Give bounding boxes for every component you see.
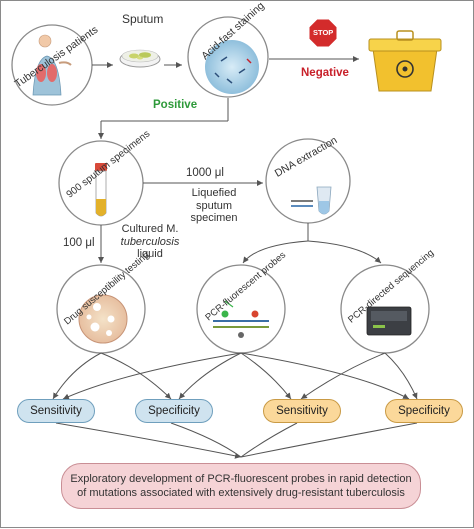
drug-testing-circle xyxy=(56,264,146,354)
biohazard-bin-icon xyxy=(368,30,442,92)
sputum-label: Sputum xyxy=(122,12,164,26)
sample-tube-icon xyxy=(95,163,107,217)
stop-sign-icon xyxy=(308,18,338,48)
pipette-tube-icon xyxy=(291,186,332,215)
liquefied-line-2: sputum xyxy=(195,199,233,212)
liquefied-line-1: Liquefied xyxy=(191,187,237,199)
volume-100-label: 100 μl xyxy=(63,237,95,249)
conclusion-line-2: of mutations associated with extensively… xyxy=(77,487,405,499)
bacteria-stain-icon xyxy=(214,56,252,84)
sputum-dish-icon xyxy=(119,49,161,68)
liquefied-line-3: specimen xyxy=(190,212,238,225)
cultured-line-3: liquid xyxy=(137,248,163,261)
staining-circle xyxy=(187,16,269,98)
culture-plate-icon xyxy=(78,294,128,344)
liquefied-label: Liquefied sputum specimen xyxy=(171,187,257,225)
sequencer-icon xyxy=(366,306,412,336)
volume-1000-label: 1000 μl xyxy=(186,167,224,179)
cultured-line-2: tuberculosis xyxy=(120,235,180,248)
patient-lungs-icon xyxy=(32,34,72,96)
fan-lines xyxy=(52,352,418,400)
conclusion-box: Exploratory development of PCR-fluoresce… xyxy=(61,463,421,509)
fluorescent-probe-icon xyxy=(213,300,269,338)
stop-label: STOP xyxy=(313,28,334,37)
converge-lines xyxy=(55,422,418,459)
metric-pill-specificity-1: Specificity xyxy=(135,399,213,423)
specimens-circle xyxy=(58,140,144,226)
metric-pill-sensitivity-1: Sensitivity xyxy=(17,399,95,423)
pcr-sequencing-circle xyxy=(340,264,430,354)
cultured-label: Cultured M. tuberculosis liquid xyxy=(113,223,187,261)
positive-label: Positive xyxy=(153,99,198,111)
cultured-line-1: Cultured M. xyxy=(121,223,179,235)
patients-circle xyxy=(11,24,93,106)
conclusion-line-1: Exploratory development of PCR-fluoresce… xyxy=(70,472,412,485)
negative-label: Negative xyxy=(301,67,349,79)
metric-pill-sensitivity-2: Sensitivity xyxy=(263,399,341,423)
metric-pill-specificity-2: Specificity xyxy=(385,399,463,423)
